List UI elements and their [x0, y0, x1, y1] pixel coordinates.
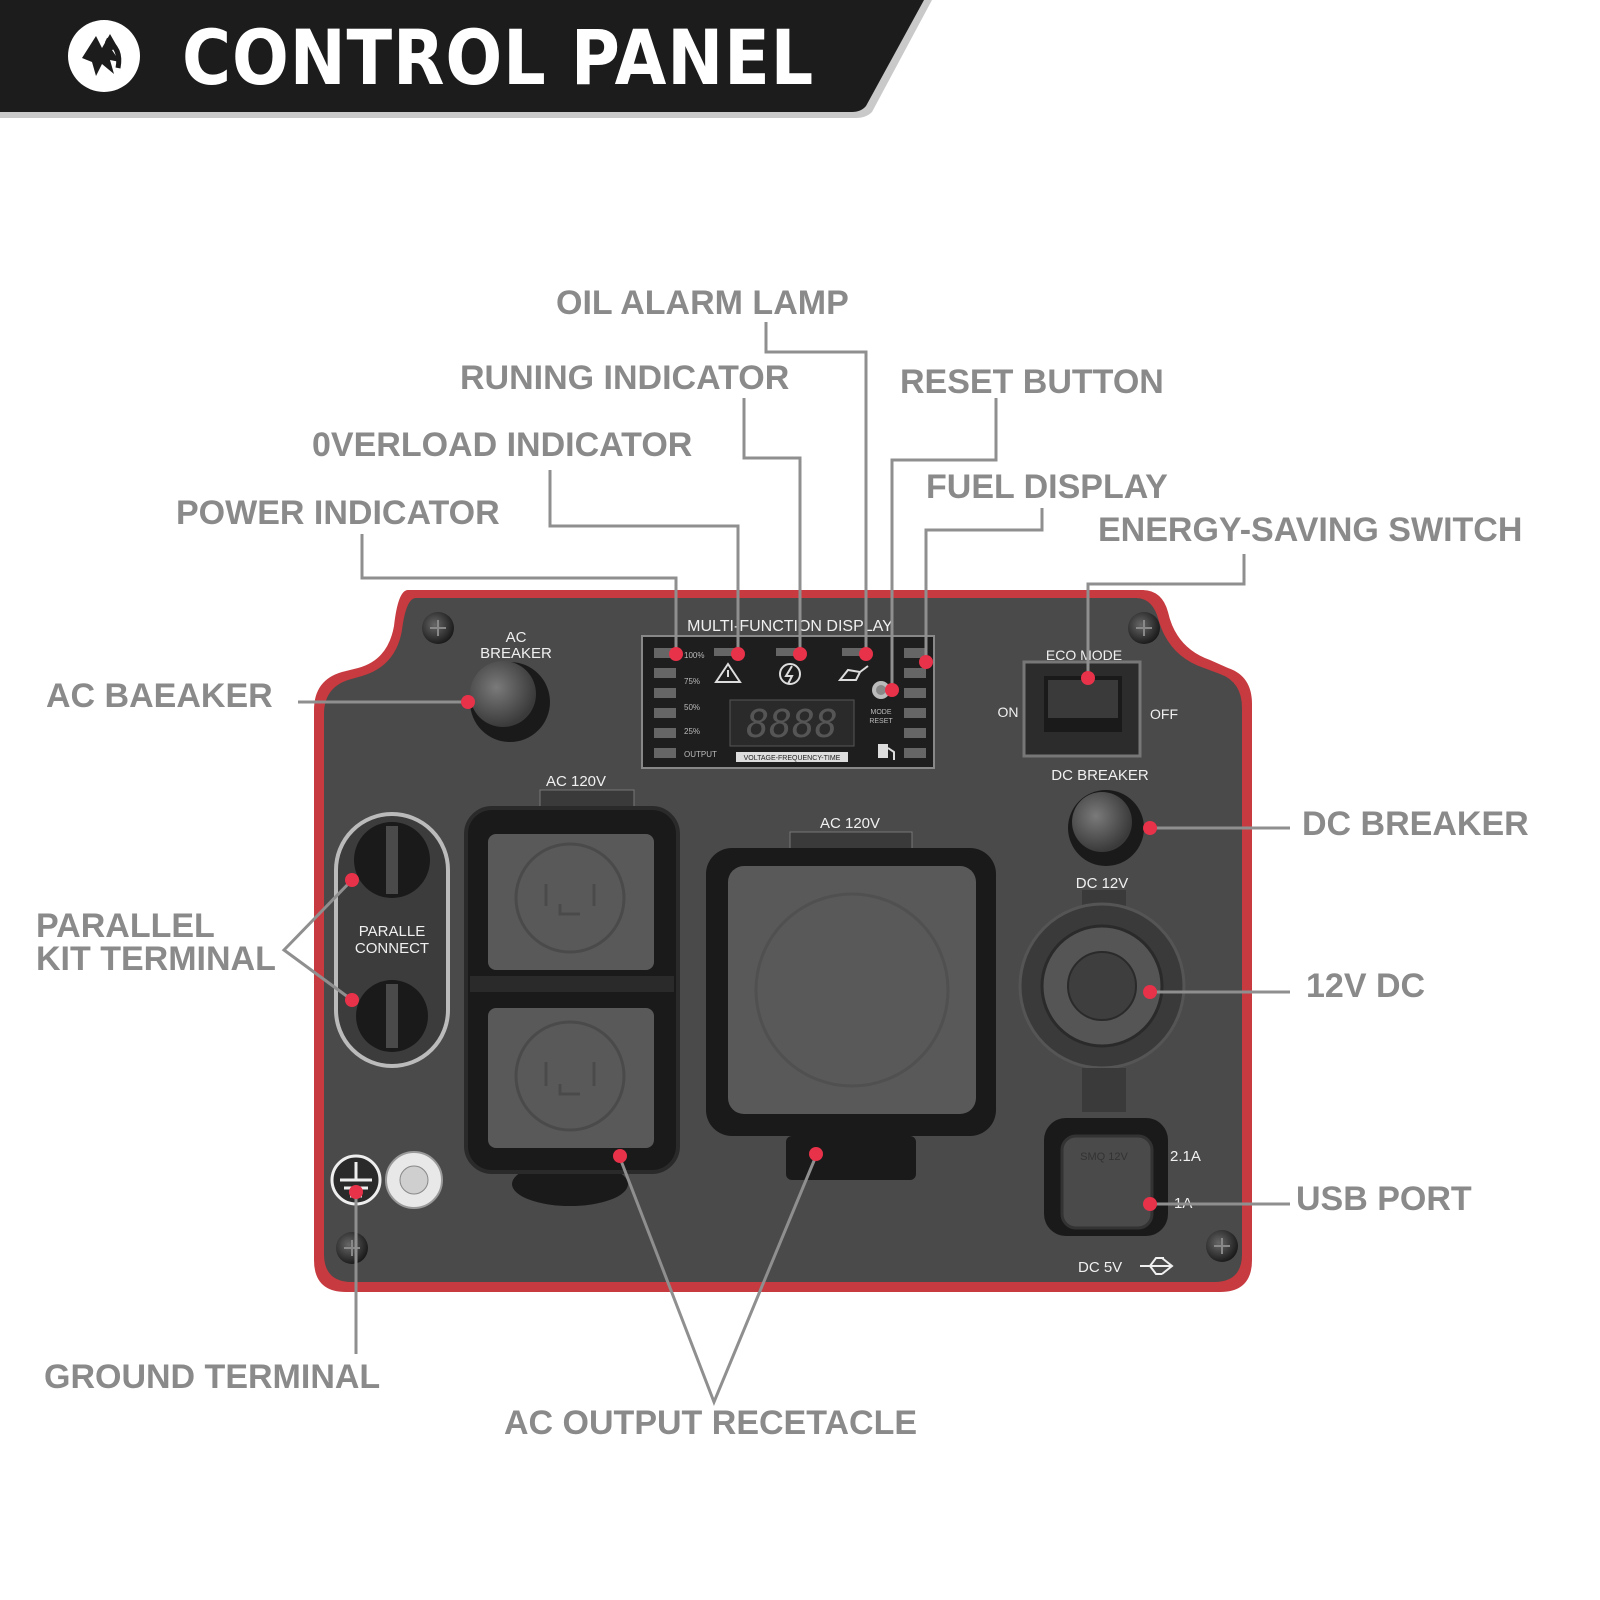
- callout-energy-saving-switch: ENERGY-SAVING SWITCH: [1098, 511, 1523, 549]
- display-title: MULTI-FUNCTION DISPLAY: [687, 618, 893, 635]
- screw-top-left: [422, 612, 454, 644]
- usb-cover-text: SMQ 12V: [1080, 1151, 1128, 1163]
- mode-reset-label-2: RESET: [869, 718, 893, 725]
- usb-symbol-icon: [1140, 1257, 1174, 1275]
- ac-breaker-panel-label-1: AC: [506, 629, 527, 646]
- dc-5v-label: DC 5V: [1078, 1259, 1122, 1276]
- display-caption: VOLTAGE-FREQUENCY-TIME: [744, 755, 841, 762]
- ac-outlet-center[interactable]: [706, 831, 996, 1180]
- parallel-terminal-top[interactable]: [354, 822, 430, 898]
- dot-dc-breaker: [1143, 821, 1157, 835]
- callout-overload-indicator: 0VERLOAD INDICATOR: [312, 426, 693, 464]
- callout-oil-alarm-lamp: OIL ALARM LAMP: [556, 284, 849, 322]
- display-level-50: 50%: [684, 703, 700, 712]
- screw-bottom-left: [336, 1232, 368, 1264]
- dot-power: [669, 647, 683, 661]
- parallel-connect-module: PARALLE CONNECT: [334, 812, 450, 1068]
- screw-top-right: [1128, 612, 1160, 644]
- usb-port[interactable]: SMQ 12V: [1044, 1118, 1168, 1236]
- callout-running-indicator: RUNING INDICATOR: [460, 359, 790, 397]
- dot-running: [793, 647, 807, 661]
- ac-breaker-panel-label-2: BREAKER: [480, 645, 552, 662]
- parallel-terminal-bottom[interactable]: [356, 980, 428, 1052]
- leader-running: [742, 398, 802, 652]
- callout-power-indicator: POWER INDICATOR: [176, 494, 500, 532]
- banner-fill: [0, 0, 924, 112]
- banner-background: [0, 0, 932, 118]
- callout-12v-dc: 12V DC: [1306, 967, 1426, 1005]
- leader-eco: [1086, 554, 1246, 678]
- brand-logo-icon: [68, 20, 140, 92]
- ground-wing-nut[interactable]: [385, 1151, 443, 1209]
- display-level-25: 25%: [684, 727, 700, 736]
- dc-breaker-panel-label: DC BREAKER: [1051, 767, 1149, 784]
- callout-ac-breaker: AC BAEAKER: [46, 677, 273, 715]
- ac-120v-left-label: AC 120V: [546, 773, 606, 790]
- callout-parallel-kit-terminal: PARALLEL KIT TERMINAL: [36, 907, 276, 978]
- mode-reset-button[interactable]: [872, 681, 890, 699]
- ac-breaker-knob[interactable]: [470, 661, 550, 742]
- leader-oil-alarm: [764, 322, 868, 652]
- overload-warning-icon: [714, 662, 742, 683]
- display-level-bars-right: [904, 648, 926, 758]
- leader-overload: [548, 470, 740, 652]
- dc-12v-socket[interactable]: [1018, 890, 1186, 1112]
- dc-breaker-knob[interactable]: [1068, 790, 1144, 866]
- screw-bottom-right: [1206, 1230, 1238, 1262]
- switch-on-label: ON: [998, 704, 1019, 720]
- page-title: CONTROL PANEL: [182, 13, 815, 102]
- digit-display: [729, 699, 855, 747]
- mode-reset-label-1: MODE: [871, 709, 892, 716]
- dot-ac-left: [613, 1149, 627, 1163]
- switch-off-label: OFF: [1150, 706, 1178, 722]
- dot-ac-center: [809, 1147, 823, 1161]
- running-bolt-icon: [779, 663, 801, 685]
- ac-outlet-left[interactable]: [464, 789, 680, 1206]
- dc-12v-label: DC 12V: [1076, 875, 1129, 892]
- display-level-bars-left: [654, 648, 676, 758]
- digit-readout: 8888: [746, 702, 838, 746]
- eco-mode-label: ECO MODE: [1046, 647, 1122, 663]
- callout-usb-port: USB PORT: [1296, 1180, 1472, 1218]
- header-banner: CONTROL PANEL: [0, 0, 1600, 120]
- parallel-connect-label-1: PARALLE: [359, 923, 425, 940]
- oil-can-icon: [837, 665, 869, 681]
- callout-fuel-display: FUEL DISPLAY: [926, 468, 1168, 506]
- dot-overload: [731, 647, 745, 661]
- dot-parallel-top: [345, 873, 359, 887]
- leader-reset: [890, 398, 998, 688]
- dot-ac-breaker: [461, 695, 475, 709]
- dot-usb: [1143, 1197, 1157, 1211]
- dot-oil: [859, 647, 873, 661]
- fuel-pump-icon: [878, 744, 895, 760]
- dot-ground: [349, 1185, 363, 1199]
- leader-parallel: [281, 878, 354, 1002]
- display-level-75: 75%: [684, 677, 700, 686]
- leader-fuel: [924, 508, 1044, 660]
- callout-dc-breaker: DC BREAKER: [1302, 805, 1529, 843]
- parallel-connect-label-2: CONNECT: [355, 940, 429, 957]
- display-level-100: 100%: [684, 651, 704, 660]
- callout-reset-button: RESET BUTTON: [900, 363, 1164, 401]
- callout-ground-terminal: GROUND TERMINAL: [44, 1358, 381, 1396]
- leader-power: [360, 534, 678, 652]
- dot-12v: [1143, 985, 1157, 999]
- dot-eco: [1081, 671, 1095, 685]
- usb-2a-label: 2.1A: [1170, 1148, 1201, 1165]
- ac-120v-center-label: AC 120V: [820, 815, 880, 832]
- display-level-output: OUTPUT: [684, 750, 717, 759]
- multi-function-display: 100% 75% 50% 25% OUTPUT MODE RESET 8888 …: [641, 635, 935, 769]
- leader-lines: [281, 322, 1290, 1407]
- callout-ac-output-receptacle: AC OUTPUT RECETACLE: [504, 1404, 918, 1442]
- dot-parallel-bottom: [345, 993, 359, 1007]
- dot-reset: [885, 683, 899, 697]
- leader-ac-output: [618, 1155, 818, 1407]
- dot-fuel: [919, 655, 933, 669]
- marker-dots: [345, 647, 1157, 1211]
